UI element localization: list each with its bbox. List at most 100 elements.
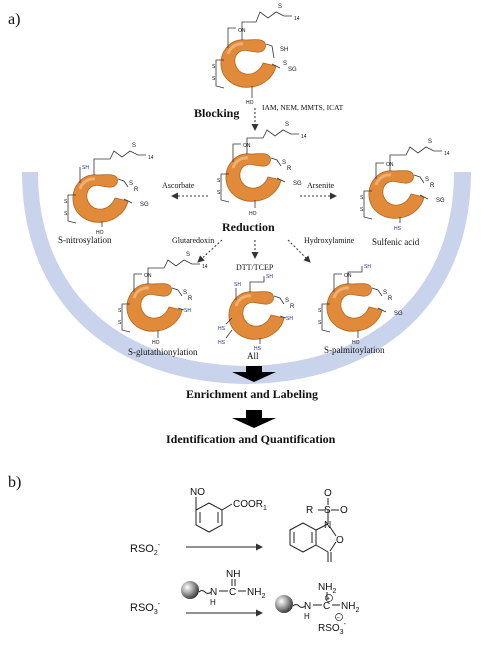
ascorbate-label: Ascorbate [162, 181, 195, 190]
svg-text:R: R [290, 304, 295, 310]
svg-text:R: R [430, 183, 435, 189]
svg-text:S: S [64, 211, 68, 217]
protein-glutathionylation: ON S 14 S R SH S S HO [118, 252, 208, 346]
svg-text:S: S [360, 195, 364, 201]
bead-icon [181, 581, 199, 599]
svg-text:S: S [217, 190, 221, 196]
svg-text:SG: SG [288, 67, 297, 73]
svg-text:HO: HO [249, 211, 257, 217]
svg-text:N: N [324, 520, 331, 531]
enrichment-label: Enrichment and Labeling [186, 387, 318, 401]
svg-text:S: S [324, 505, 331, 516]
label-all: All [247, 351, 259, 361]
identification-arrow [232, 410, 276, 428]
svg-text:14: 14 [444, 151, 450, 157]
reaction-sulfonic: RSO3- N H C NH NH2 N H C + NH2 NH2 − RSO… [130, 569, 359, 636]
svg-text:S: S [129, 181, 133, 187]
bead-product-icon [275, 595, 293, 613]
svg-text:HS: HS [218, 340, 226, 346]
svg-text:HS: HS [254, 346, 262, 352]
svg-text:NH2: NH2 [318, 582, 336, 595]
svg-text:HS: HS [218, 326, 226, 332]
identification-label: Identification and Quantification [166, 432, 336, 446]
svg-text:+: + [327, 597, 331, 603]
protein-blocked: ON S 14 S R SG S S HO [217, 122, 307, 217]
svg-text:HO: HO [96, 230, 104, 236]
dtt-tcep-label: DTT/TCEP [236, 263, 274, 272]
svg-text:N: N [210, 587, 217, 598]
sulfonamide-product [289, 498, 339, 562]
svg-text:S: S [132, 143, 136, 149]
svg-text:S: S [282, 160, 286, 166]
svg-text:HO: HO [246, 100, 254, 106]
svg-text:C: C [229, 587, 236, 598]
svg-text:SH: SH [364, 264, 371, 270]
hydroxylamine-arrow [287, 239, 311, 263]
svg-text:SH: SH [234, 282, 241, 288]
blocking-reagents: IAM, NEM, MMTS, ICAT [262, 103, 344, 112]
svg-text:SG: SG [436, 198, 445, 204]
svg-text:S: S [64, 199, 68, 205]
panel-a-label: a) [8, 11, 20, 28]
svg-text:R: R [306, 505, 313, 516]
svg-text:NH2: NH2 [341, 601, 359, 614]
svg-text:14: 14 [301, 134, 307, 140]
svg-text:S: S [360, 207, 364, 213]
glutaredoxin-label: Glutaredoxin [172, 236, 214, 245]
svg-text:S: S [212, 64, 216, 70]
panel-b-label: b) [8, 474, 21, 491]
svg-text:S: S [118, 308, 122, 314]
svg-text:N: N [304, 601, 311, 612]
svg-text:SG: SG [140, 202, 149, 208]
svg-text:NH2: NH2 [247, 587, 265, 600]
svg-text:SG: SG [394, 311, 403, 317]
nitroso-benzoate-reagent [195, 497, 233, 533]
svg-text:NO: NO [190, 487, 205, 498]
svg-text:−: − [337, 616, 341, 622]
reduction-label: Reduction [222, 220, 275, 234]
svg-text:S: S [285, 298, 289, 304]
svg-text:HO: HO [352, 340, 360, 346]
protein-top: ON S 14 SH S SG S S HO [212, 4, 300, 106]
label-s-nitrosylation: S-nitrosylation [58, 235, 112, 245]
svg-text:S: S [118, 320, 122, 326]
svg-text:HS: HS [394, 226, 402, 232]
svg-text:14: 14 [202, 264, 208, 270]
protein-all: SH SH S R SH HS HS HS [218, 274, 295, 352]
label-s-palmitoylation: S-palmitoylation [324, 345, 385, 355]
svg-text:R: R [188, 296, 193, 302]
blocking-label: Blocking [194, 106, 239, 120]
svg-text:S: S [183, 290, 187, 296]
svg-text:S: S [383, 290, 387, 296]
svg-text:S: S [186, 252, 190, 258]
svg-text:S: S [212, 76, 216, 82]
svg-text:O: O [324, 488, 332, 499]
reactant-rso2: RSO2- [130, 542, 161, 557]
svg-text:O: O [340, 505, 348, 516]
svg-text:SH: SH [286, 316, 293, 322]
hydroxylamine-label: Hydroxylamine [304, 236, 355, 245]
svg-text:SH: SH [184, 308, 191, 314]
svg-text:S: S [283, 61, 287, 67]
reactant-rso3: RSO3- [130, 601, 161, 616]
svg-text:SH: SH [280, 47, 288, 53]
svg-text:14: 14 [294, 16, 300, 22]
svg-text:R: R [287, 166, 292, 172]
svg-text:14: 14 [148, 155, 154, 161]
svg-text:C: C [323, 601, 330, 612]
glutaredoxin-arrow [197, 239, 223, 263]
svg-text:HO: HO [152, 340, 160, 346]
svg-text:S: S [428, 139, 432, 145]
svg-text:S: S [318, 308, 322, 314]
arsenite-label: Arsenite [307, 181, 335, 190]
protein-palmitoylation: ON SH S R SG S S HO [318, 264, 403, 346]
svg-text:S: S [318, 320, 322, 326]
svg-text:SG: SG [293, 181, 302, 187]
enrichment-arrow [232, 366, 276, 382]
svg-text:R: R [388, 296, 393, 302]
protein-nitrosylation: SH S 14 S R SG S S HO [64, 143, 154, 236]
label-s-glutathionylation: S-glutathionylation [128, 347, 198, 357]
reaction-sulfinic: RSO2- NO COOR1 R [130, 487, 348, 562]
svg-text:S: S [425, 177, 429, 183]
